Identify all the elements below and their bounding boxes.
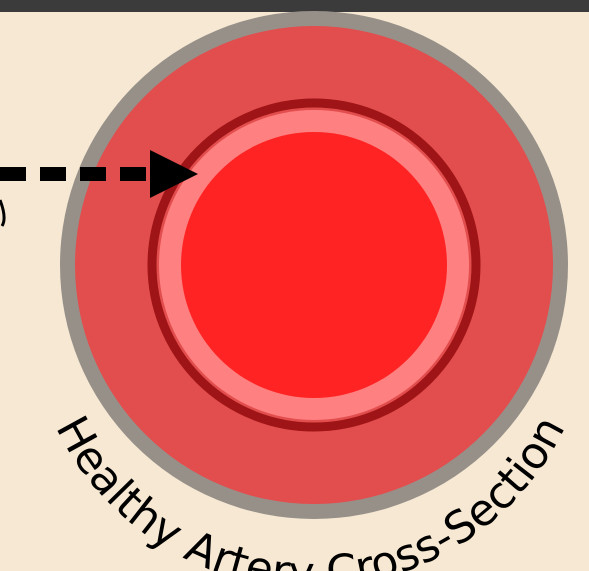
artery-lumen xyxy=(181,132,447,398)
cropped-label-fragment xyxy=(0,200,4,226)
